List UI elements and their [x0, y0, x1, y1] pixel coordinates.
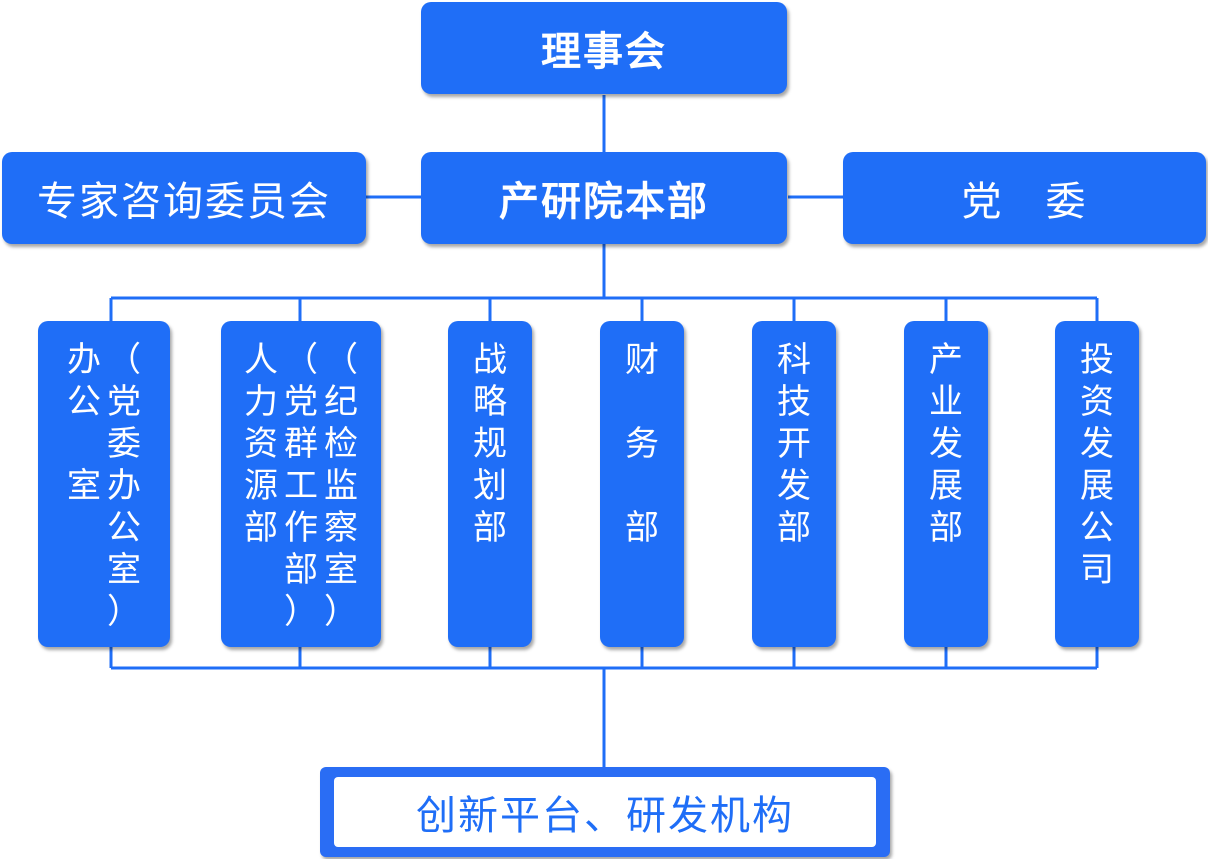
- department-text: 战略规划部: [448, 321, 532, 647]
- innovation-platform-inner: 创新平台、研发机构: [334, 777, 876, 847]
- department-char: ）: [324, 592, 358, 632]
- department-label-column: （党委办公室）: [107, 339, 141, 647]
- department-char: [637, 465, 648, 507]
- expert-committee-box[interactable]: 专家咨询委员会: [2, 152, 366, 244]
- department-label-column: 投资发展公司: [1080, 339, 1114, 647]
- department-label-column: 产业发展部: [929, 339, 963, 647]
- department-char: 公: [1080, 508, 1114, 548]
- department-text: 人力资源部（党群工作部）（纪检监察室）: [221, 321, 381, 647]
- department-char: 资: [244, 424, 278, 464]
- board-box[interactable]: 理事会: [421, 2, 787, 94]
- department-label-column: 财 务 部: [625, 339, 659, 647]
- department-text: 投资发展公司: [1055, 321, 1139, 647]
- department-char: 科: [777, 340, 811, 380]
- department-char: 党: [107, 382, 141, 422]
- department-char: 监: [324, 466, 358, 506]
- department-box[interactable]: 科技开发部: [752, 321, 836, 647]
- department-char: 纪: [324, 382, 358, 422]
- party-committee-label: 党 委: [961, 179, 1088, 225]
- department-char: 室: [107, 550, 141, 590]
- department-box[interactable]: 人力资源部（党群工作部）（纪检监察室）: [221, 321, 381, 647]
- department-text: 产业发展部: [904, 321, 988, 647]
- board-label: 理事会: [541, 29, 667, 75]
- department-char: 公: [107, 508, 141, 548]
- department-box[interactable]: 战略规划部: [448, 321, 532, 647]
- hq-box[interactable]: 产研院本部: [421, 152, 787, 244]
- department-label-column: 科技开发部: [777, 339, 811, 647]
- department-char: 司: [1080, 550, 1114, 590]
- innovation-platform-label: 创新平台、研发机构: [416, 793, 794, 839]
- department-char: 展: [1080, 466, 1114, 506]
- department-label-column: （纪检监察室）: [324, 339, 358, 647]
- department-char: 委: [107, 424, 141, 464]
- department-char: 源: [244, 466, 278, 506]
- department-char: 部: [777, 508, 811, 548]
- department-char: 资: [1080, 382, 1114, 422]
- department-char: （: [284, 340, 318, 380]
- department-label-column: 战略规划部: [473, 339, 507, 647]
- department-label-column: 人力资源部: [244, 339, 278, 647]
- department-char: 室: [67, 466, 101, 506]
- department-box[interactable]: 财 务 部: [600, 321, 684, 647]
- department-char: 部: [284, 550, 318, 590]
- department-char: 展: [929, 466, 963, 506]
- department-char: 发: [777, 466, 811, 506]
- department-text: 办公 室（党委办公室）: [38, 321, 170, 647]
- department-char: 公: [67, 382, 101, 422]
- department-char: 务: [625, 424, 659, 464]
- hq-label: 产研院本部: [499, 179, 709, 225]
- expert-committee-label: 专家咨询委员会: [37, 179, 331, 225]
- department-char: 投: [1080, 340, 1114, 380]
- department-char: 划: [473, 466, 507, 506]
- department-char: 室: [324, 550, 358, 590]
- department-char: 察: [324, 508, 358, 548]
- department-box[interactable]: 投资发展公司: [1055, 321, 1139, 647]
- department-label-column: 办公 室: [67, 339, 101, 647]
- department-char: 力: [244, 382, 278, 422]
- department-char: 党: [284, 382, 318, 422]
- department-text: 财 务 部: [600, 321, 684, 647]
- department-char: （: [324, 340, 358, 380]
- department-char: 开: [777, 424, 811, 464]
- department-char: 发: [929, 424, 963, 464]
- department-char: 技: [777, 382, 811, 422]
- department-char: [79, 423, 90, 465]
- department-box[interactable]: 办公 室（党委办公室）: [38, 321, 170, 647]
- department-char: 人: [244, 340, 278, 380]
- department-char: 发: [1080, 424, 1114, 464]
- department-char: （: [107, 340, 141, 380]
- department-label-column: （党群工作部）: [284, 339, 318, 647]
- department-char: 工: [284, 466, 318, 506]
- department-char: 群: [284, 424, 318, 464]
- department-char: 检: [324, 424, 358, 464]
- department-char: 战: [473, 340, 507, 380]
- department-char: 略: [473, 382, 507, 422]
- department-char: 部: [625, 508, 659, 548]
- department-char: 规: [473, 424, 507, 464]
- department-char: 部: [473, 508, 507, 548]
- department-char: 部: [244, 508, 278, 548]
- department-char: 办: [107, 466, 141, 506]
- department-char: 部: [929, 508, 963, 548]
- department-char: 作: [284, 508, 318, 548]
- party-committee-box[interactable]: 党 委: [843, 152, 1206, 244]
- department-char: 产: [929, 340, 963, 380]
- department-char: ）: [107, 592, 141, 632]
- department-char: 办: [67, 340, 101, 380]
- department-char: 财: [625, 340, 659, 380]
- department-char: 业: [929, 382, 963, 422]
- department-text: 科技开发部: [752, 321, 836, 647]
- department-char: ）: [284, 592, 318, 632]
- department-char: [637, 381, 648, 423]
- department-box[interactable]: 产业发展部: [904, 321, 988, 647]
- innovation-platform-box[interactable]: 创新平台、研发机构: [320, 767, 890, 857]
